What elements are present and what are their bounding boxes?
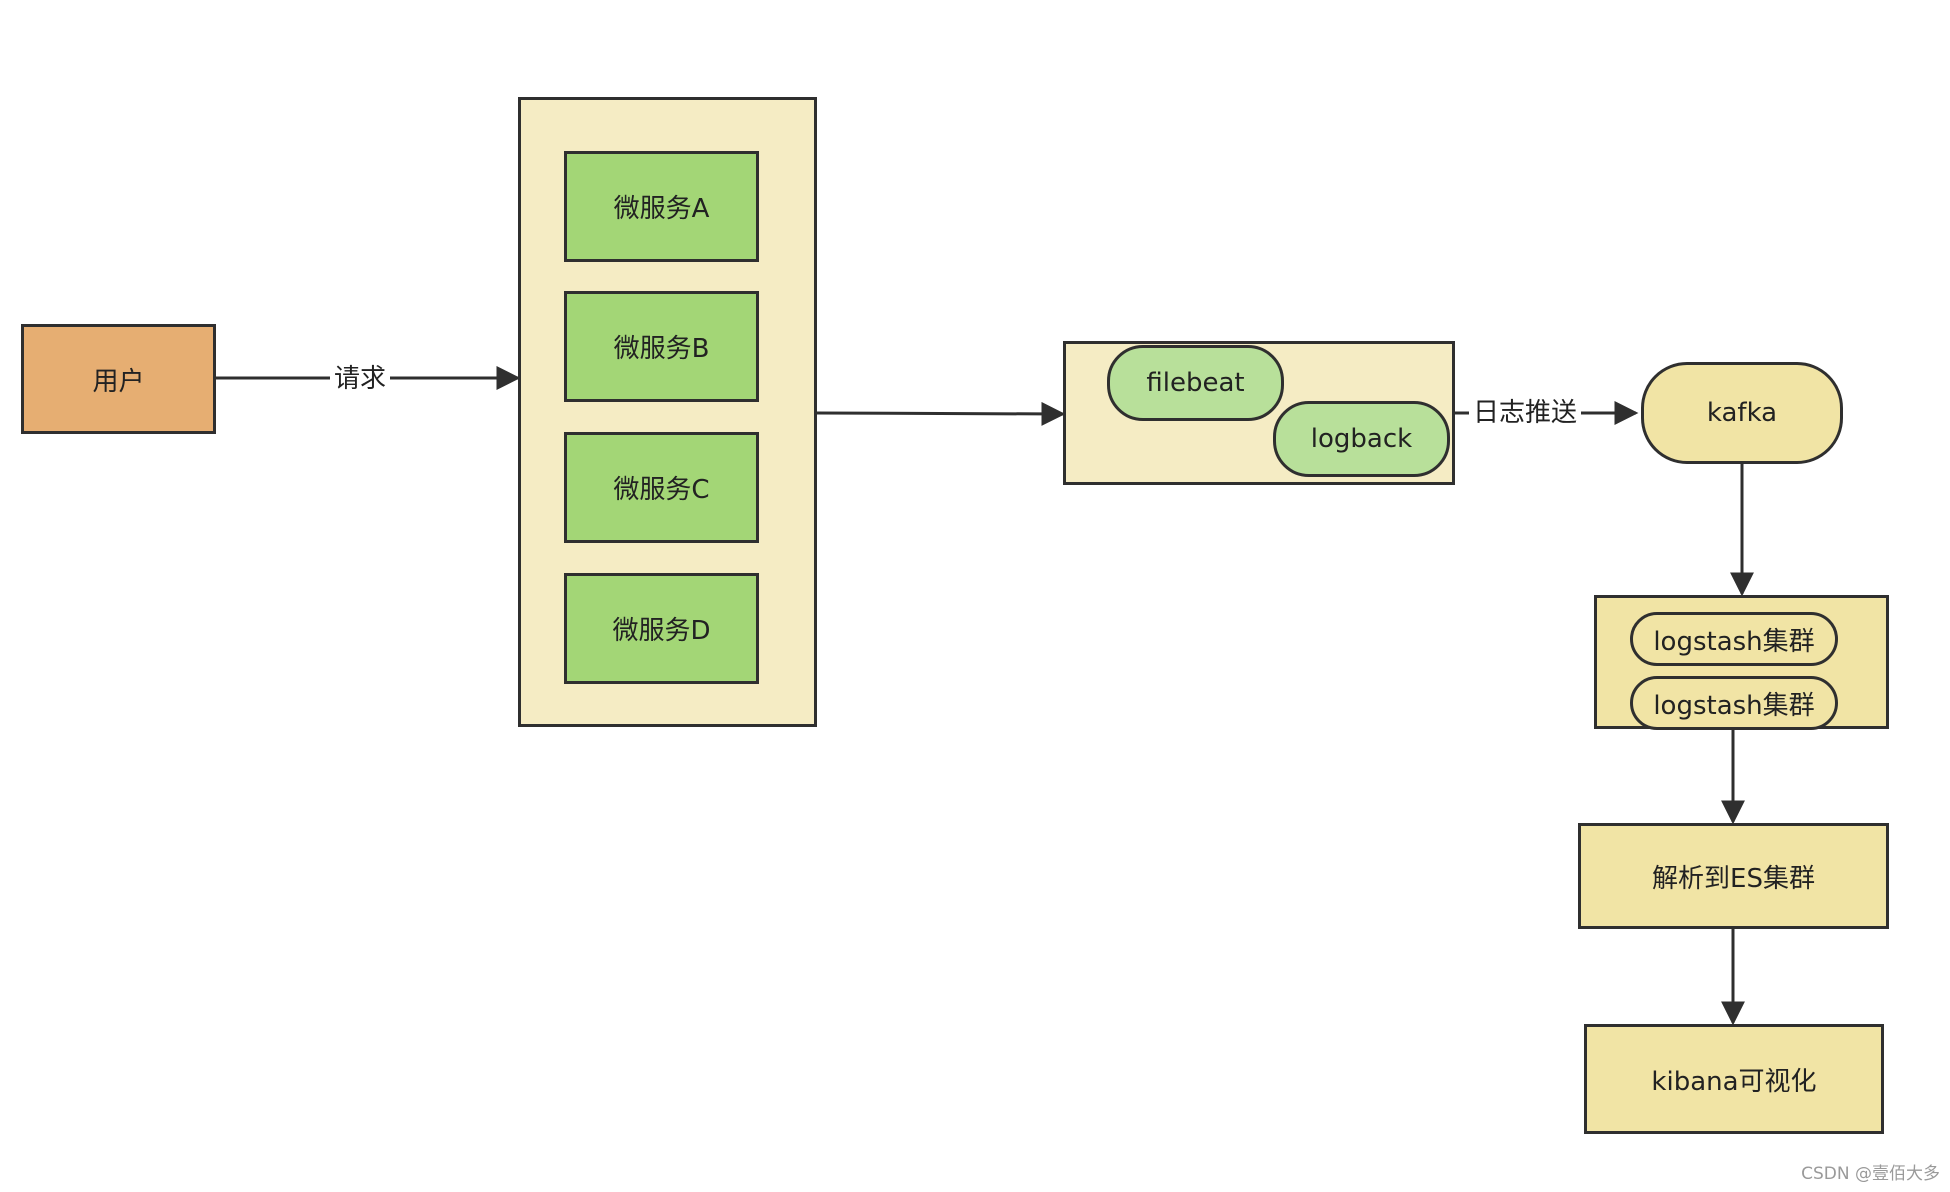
watermark: CSDN @壹佰大多 bbox=[1801, 1164, 1940, 1184]
service-a-label: 微服务A bbox=[613, 194, 710, 224]
logstash-2-label: logstash集群 bbox=[1653, 690, 1815, 721]
service-b-label: 微服务B bbox=[613, 334, 710, 364]
services-to-collector-arrow bbox=[815, 401, 1066, 426]
service-c-label: 微服务C bbox=[613, 475, 710, 505]
user-node: 用户 bbox=[21, 324, 216, 434]
service-b-node: 微服务B bbox=[564, 291, 759, 402]
service-c-node: 微服务C bbox=[564, 432, 759, 543]
es-node: 解析到ES集群 bbox=[1578, 823, 1889, 929]
kafka-node: kafka bbox=[1641, 362, 1843, 464]
es-label: 解析到ES集群 bbox=[1652, 863, 1815, 894]
kibana-node: kibana可视化 bbox=[1584, 1024, 1884, 1134]
service-d-label: 微服务D bbox=[612, 616, 711, 646]
log-push-edge-label: 日志推送 bbox=[1469, 397, 1582, 429]
logback-label: logback bbox=[1310, 424, 1413, 454]
kafka-label: kafka bbox=[1706, 398, 1778, 428]
request-edge-label: 请求 bbox=[330, 363, 391, 395]
filebeat-label: filebeat bbox=[1146, 368, 1245, 398]
filebeat-node: filebeat bbox=[1107, 345, 1284, 421]
kibana-label: kibana可视化 bbox=[1651, 1066, 1817, 1097]
logback-node: logback bbox=[1273, 401, 1450, 477]
logstash-node-2: logstash集群 bbox=[1630, 676, 1838, 730]
service-d-node: 微服务D bbox=[564, 573, 759, 684]
logstash-1-label: logstash集群 bbox=[1653, 626, 1815, 657]
service-a-node: 微服务A bbox=[564, 151, 759, 262]
user-label: 用户 bbox=[92, 366, 145, 397]
logstash-node-1: logstash集群 bbox=[1630, 612, 1838, 666]
